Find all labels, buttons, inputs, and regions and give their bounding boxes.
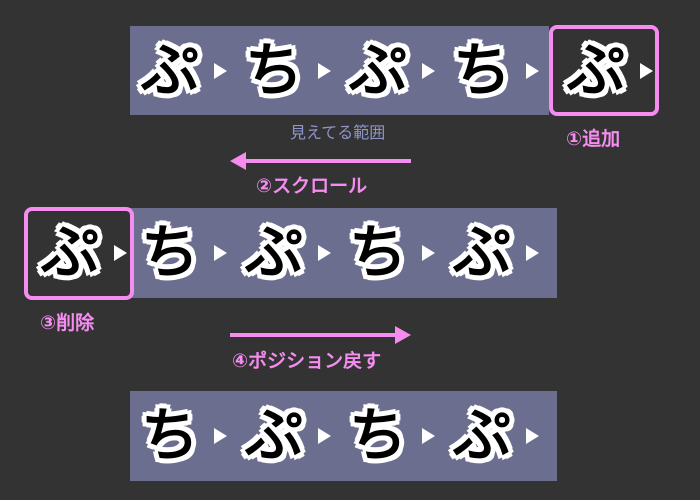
character-glyph: ぷ <box>40 218 99 286</box>
scroll-left-arrow <box>230 152 411 170</box>
character-glyph: ぷ <box>140 36 199 104</box>
sequence-item: ち <box>338 391 442 481</box>
play-arrow-icon <box>526 428 539 444</box>
step4-reset-label: ④ポジション戻す <box>232 350 382 372</box>
character-glyph: ち <box>244 36 303 104</box>
character-glyph: ぷ <box>452 401 511 469</box>
character-glyph: ち <box>140 218 199 286</box>
step1-add-label: ①追加 <box>566 128 621 150</box>
character-glyph: ぷ <box>244 218 303 286</box>
character-glyph: ぷ <box>452 218 511 286</box>
sequence-item: ぷ <box>442 208 546 298</box>
sequence-item: ち <box>234 26 338 116</box>
character-glyph: ち <box>348 218 407 286</box>
removed-item-highlight <box>24 207 134 300</box>
play-arrow-icon <box>640 63 653 79</box>
sequence-item: ぷ <box>338 26 442 116</box>
sequence-item: ぷ <box>234 391 338 481</box>
position-reset-arrow <box>230 326 411 344</box>
step2-scroll-label: ②スクロール <box>256 175 368 197</box>
play-arrow-icon <box>422 63 435 79</box>
character-glyph: ち <box>348 401 407 469</box>
sequence-item: ぷ <box>130 26 234 116</box>
play-arrow-icon <box>114 245 127 261</box>
play-arrow-icon <box>214 63 227 79</box>
visible-range-strip-3 <box>130 391 557 481</box>
sequence-item: ち <box>130 208 234 298</box>
sequence-item-added: ぷ <box>556 26 660 116</box>
sequence-item: ち <box>130 391 234 481</box>
play-arrow-icon <box>526 245 539 261</box>
character-glyph: ぷ <box>566 36 625 104</box>
character-glyph: ぷ <box>244 401 303 469</box>
sequence-item: ぷ <box>442 391 546 481</box>
sequence-item: ち <box>338 208 442 298</box>
visible-range-strip-1 <box>130 26 549 115</box>
play-arrow-icon <box>526 63 539 79</box>
play-arrow-icon <box>214 428 227 444</box>
play-arrow-icon <box>318 245 331 261</box>
sequence-item-removed: ぷ <box>30 208 134 298</box>
sequence-item: ぷ <box>234 208 338 298</box>
character-glyph: ぷ <box>348 36 407 104</box>
play-arrow-icon <box>422 428 435 444</box>
added-item-highlight <box>549 25 659 116</box>
visible-range-strip-2 <box>130 208 557 298</box>
character-glyph: ち <box>140 401 199 469</box>
play-arrow-icon <box>214 245 227 261</box>
sequence-item: ち <box>442 26 546 116</box>
play-arrow-icon <box>422 245 435 261</box>
play-arrow-icon <box>318 428 331 444</box>
character-glyph: ち <box>452 36 511 104</box>
step3-delete-label: ③削除 <box>40 312 95 334</box>
play-arrow-icon <box>318 63 331 79</box>
visible-range-label: 見えてる範囲 <box>290 123 386 142</box>
